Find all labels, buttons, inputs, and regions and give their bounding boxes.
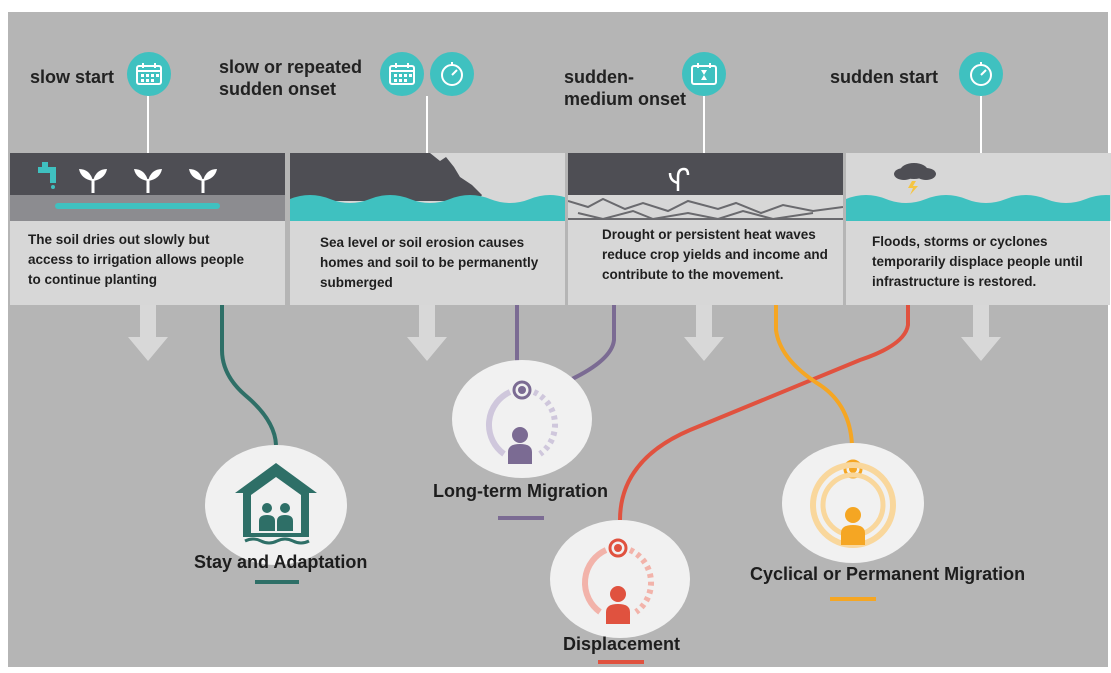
outcome-stay-label: Stay and Adaptation	[194, 552, 368, 572]
outcome-cyclical-circle	[782, 443, 924, 563]
stopwatch-icon	[959, 52, 1003, 96]
outcome-displacement-circle	[550, 520, 690, 638]
panel-text-area: Sea level or soil erosion causes homes a…	[290, 221, 565, 305]
down-arrow-2	[407, 305, 447, 361]
scenario-panel-3: Drought or persistent heat waves reduce …	[568, 153, 843, 305]
panel-scene	[290, 153, 565, 221]
person-cycle-icon	[581, 538, 655, 624]
hourglass-calendar-icon	[682, 52, 726, 96]
panel-scene	[568, 153, 843, 221]
down-arrow-3	[684, 305, 724, 361]
outcome-longterm-underline	[498, 516, 544, 520]
person-cycle-icon	[810, 459, 896, 548]
connector-stay	[220, 305, 278, 446]
outcome-stay-underline	[255, 580, 299, 584]
cracked-earth-icon	[568, 197, 843, 221]
calendar-icon	[127, 52, 171, 96]
outcome-cyclical-label: Cyclical or Permanent Migration	[750, 564, 1026, 584]
sprout-icon	[79, 169, 107, 193]
outcome-stay-circle	[205, 445, 347, 565]
onset-label-4: sudden start	[830, 67, 939, 87]
irrigation-channel	[55, 203, 220, 209]
down-arrow-1	[128, 305, 168, 361]
panel-description: Drought or persistent heat waves reduce …	[602, 227, 828, 282]
outcome-longterm-label: Long-term Migration	[433, 481, 608, 501]
outcome-displacement-label: Displacement	[563, 634, 681, 654]
onset-label-2: slow or repeated sudden onset	[219, 57, 363, 99]
eroding-land-icon	[290, 153, 482, 201]
onset-label-3: sudden- medium onset	[564, 67, 687, 109]
scenario-panel-4: Floods, storms or cyclones temporarily d…	[846, 153, 1111, 305]
down-arrow-4	[961, 305, 1001, 361]
connector-cyclical	[774, 305, 854, 446]
house-people-icon	[235, 463, 317, 545]
panel-description: The soil dries out slowly but access to …	[28, 232, 245, 287]
outcome-displacement-underline	[598, 660, 644, 664]
wave-icon	[846, 195, 1111, 221]
panel-description: Sea level or soil erosion causes homes a…	[320, 235, 539, 290]
panel-scene	[846, 153, 1111, 221]
panel-text-area: Drought or persistent heat waves reduce …	[568, 221, 843, 305]
panel-text-area: The soil dries out slowly but access to …	[10, 221, 285, 305]
panel-text-area: Floods, storms or cyclones temporarily d…	[846, 221, 1110, 305]
outcome-cyclical-underline	[830, 597, 876, 601]
faucet-icon	[38, 162, 56, 189]
scenario-panel-1: The soil dries out slowly but access to …	[10, 153, 285, 305]
connector-longterm-b	[569, 305, 616, 382]
outcome-longterm-circle	[452, 360, 592, 478]
sprout-icon	[189, 169, 217, 193]
wave-icon	[290, 195, 565, 221]
sprout-icon	[134, 169, 162, 193]
onset-label-1: slow start	[30, 67, 115, 87]
panel-scene	[10, 153, 285, 221]
person-cycle-icon	[485, 380, 559, 464]
scenario-panel-2: Sea level or soil erosion causes homes a…	[290, 153, 565, 305]
wilted-plant-icon	[668, 167, 690, 191]
panel-description: Floods, storms or cyclones temporarily d…	[872, 234, 1083, 289]
calendar-icon	[380, 52, 424, 96]
stopwatch-icon	[430, 52, 474, 96]
storm-cloud-icon	[894, 163, 936, 195]
connector-displacement	[618, 305, 910, 521]
